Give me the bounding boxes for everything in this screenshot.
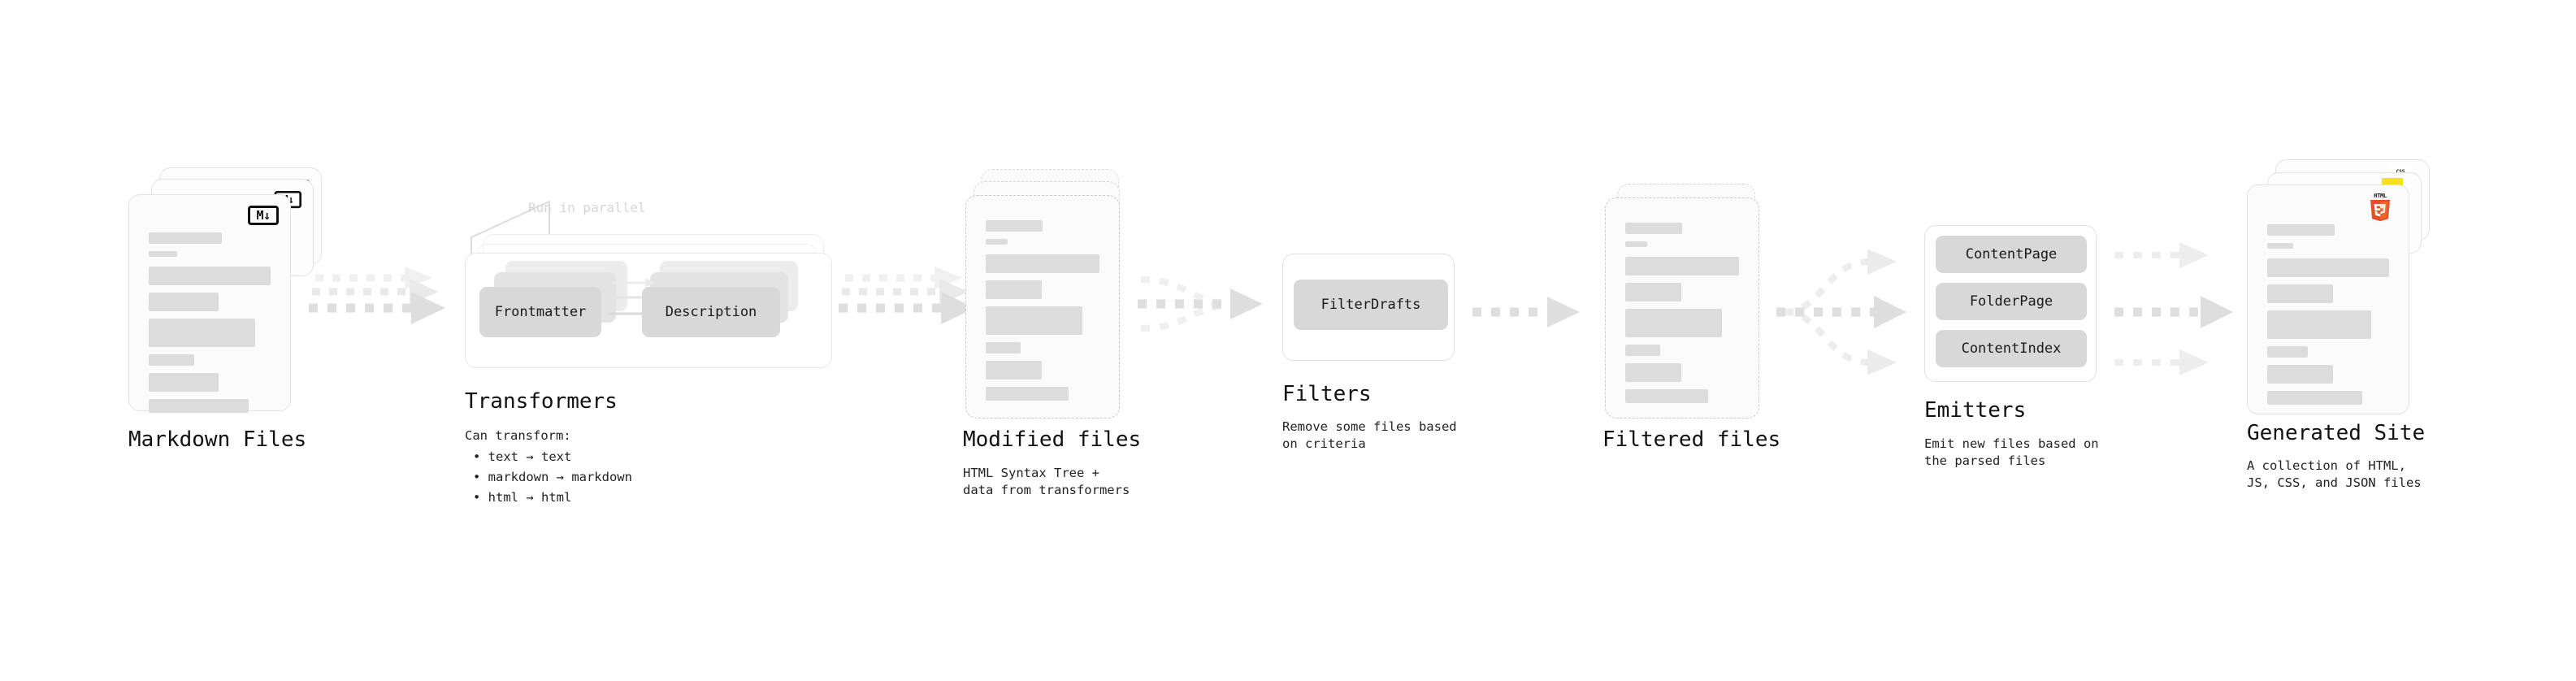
generated-card-content-lines xyxy=(2267,224,2389,412)
content-line xyxy=(1625,241,1647,247)
content-line xyxy=(986,220,1043,232)
content-line xyxy=(986,280,1042,299)
content-line xyxy=(1625,257,1739,275)
transformers-bullet: • markdown → markdown xyxy=(473,469,632,484)
content-line xyxy=(149,373,219,392)
html5-badge-label: HTML xyxy=(2374,193,2387,199)
emitters-subtitle: Emit new files based on the parsed files xyxy=(1924,436,2099,469)
modified-files-title: Modified files xyxy=(963,427,1142,452)
content-line xyxy=(2267,346,2308,358)
content-line xyxy=(2267,365,2333,384)
content-line xyxy=(149,354,194,366)
emitter-chip-contentindex-label: ContentIndex xyxy=(1961,340,2062,357)
emitter-chip-contentpage[interactable]: ContentPage xyxy=(1936,236,2087,273)
generated-site-subtitle: A collection of HTML, JS, CSS, and JSON … xyxy=(2247,458,2422,491)
content-line xyxy=(2267,284,2333,303)
arrow-filters-to-filtered xyxy=(1472,297,1580,327)
filter-chip-filterdrafts-label: FilterDrafts xyxy=(1321,297,1421,313)
markdown-card-front: M↓ xyxy=(128,194,291,413)
html5-badge: HTML xyxy=(2366,193,2394,226)
content-line xyxy=(2267,243,2293,249)
content-line xyxy=(2267,310,2371,339)
content-line xyxy=(986,387,1069,401)
content-line xyxy=(149,267,271,285)
transformer-chip-frontmatter-label: Frontmatter xyxy=(494,304,587,320)
transformers-bullet: • text → text xyxy=(473,449,572,464)
content-line xyxy=(2267,258,2389,277)
transformers-title: Transformers xyxy=(465,389,618,414)
markdown-badge-arrow-icon: ↓ xyxy=(288,193,294,206)
content-line xyxy=(2267,224,2335,236)
content-line xyxy=(149,319,255,347)
content-line xyxy=(986,239,1008,245)
modified-card-front xyxy=(965,195,1120,419)
content-line xyxy=(986,342,1021,354)
css3-badge-label: CSS xyxy=(2396,170,2405,175)
filtered-card-content-lines xyxy=(1625,223,1739,410)
content-line xyxy=(1625,389,1709,403)
content-line xyxy=(149,293,219,311)
generated-card-front: HTML xyxy=(2247,184,2409,414)
arrow-md-to-transformers xyxy=(309,267,445,324)
content-line xyxy=(1625,283,1681,301)
transformer-chip-frontmatter[interactable]: Frontmatter xyxy=(479,287,601,337)
markdown-badge: M↓ xyxy=(248,206,279,225)
content-line xyxy=(1625,345,1661,356)
markdown-badge-arrow-icon: ↓ xyxy=(263,207,271,223)
filtered-card-front xyxy=(1605,197,1759,419)
arrow-transformers-to-modified xyxy=(839,267,975,324)
transformers-subtitle-lead: Can transform: xyxy=(465,428,571,443)
transformer-chip-description[interactable]: Description xyxy=(642,287,780,337)
content-line xyxy=(149,232,222,244)
arrow-emitters-to-site xyxy=(2114,242,2233,375)
filtered-files-title: Filtered files xyxy=(1602,427,1781,452)
run-in-parallel-bracket xyxy=(471,201,550,263)
content-line xyxy=(2267,391,2362,405)
emitter-chip-folderpage-label: FolderPage xyxy=(1969,293,2053,310)
arrow-modified-to-filters xyxy=(1138,276,1263,332)
modified-files-subtitle: HTML Syntax Tree + data from transformer… xyxy=(963,466,1130,498)
run-in-parallel-label: Run in parallel xyxy=(528,200,646,215)
markdown-badge-letter: M xyxy=(256,207,263,223)
emitter-chip-folderpage[interactable]: FolderPage xyxy=(1936,283,2087,320)
markdown-card-content-lines xyxy=(149,232,271,420)
transformers-bullet: • html → html xyxy=(473,489,572,505)
content-line xyxy=(986,254,1099,273)
markdown-files-title: Markdown Files xyxy=(128,427,307,452)
emitter-chip-contentpage-label: ContentPage xyxy=(1965,246,2058,262)
content-line xyxy=(1625,223,1682,234)
content-line xyxy=(149,399,249,413)
content-line xyxy=(1625,363,1681,382)
filters-subtitle: Remove some files based on criteria xyxy=(1282,419,1457,452)
transformer-chip-description-label: Description xyxy=(665,304,757,320)
generated-site-title: Generated Site xyxy=(2247,421,2426,445)
modified-card-content-lines xyxy=(986,220,1099,408)
emitter-chip-contentindex[interactable]: ContentIndex xyxy=(1936,330,2087,367)
content-line xyxy=(986,361,1042,380)
arrow-filtered-to-emitters xyxy=(1776,249,1906,375)
content-line xyxy=(149,251,177,257)
transformers-bullet-list: • text → text • markdown → markdown • ht… xyxy=(473,447,632,507)
filter-chip-filterdrafts[interactable]: FilterDrafts xyxy=(1294,280,1448,330)
filters-title: Filters xyxy=(1282,382,1372,406)
content-line xyxy=(986,306,1082,335)
content-line xyxy=(1625,309,1722,337)
emitters-title: Emitters xyxy=(1924,398,2027,423)
